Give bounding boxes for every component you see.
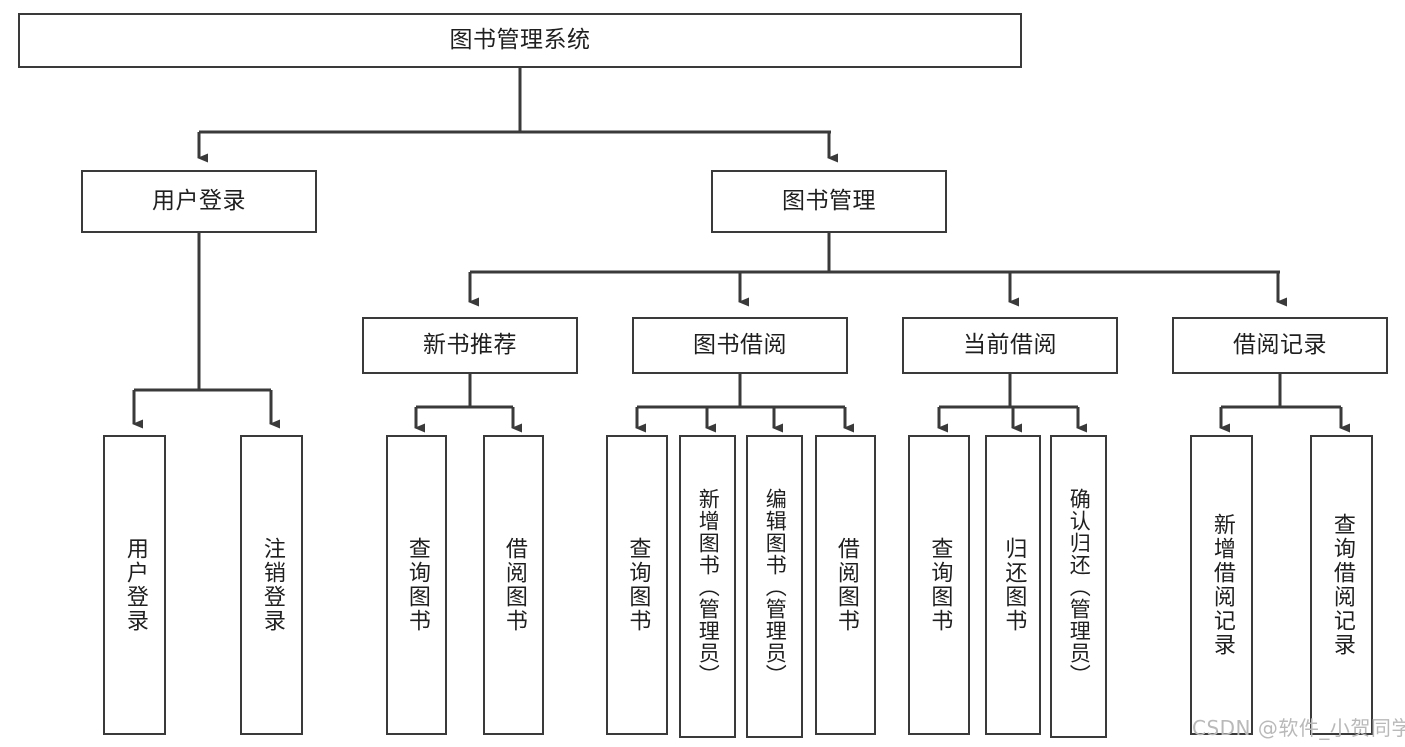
node-user-login-label: 用户登录 [152,187,246,214]
node-leaf-borrow-book-label: 借阅图书 [833,537,859,633]
node-root[interactable]: 图书管理系统 [18,13,1022,68]
node-user-login[interactable]: 用户登录 [81,170,317,233]
node-borrow-record[interactable]: 借阅记录 [1172,317,1388,374]
node-book-borrow-label: 图书借阅 [693,331,787,358]
node-book-manage[interactable]: 图书管理 [711,170,947,233]
node-leaf-query-record[interactable]: 查询借阅记录 [1310,435,1373,735]
node-leaf-edit-book-label: 编辑图书（管理员） [763,487,788,686]
node-leaf-confirm-return[interactable]: 确认归还（管理员） [1050,435,1107,738]
node-leaf-add-record[interactable]: 新增借阅记录 [1190,435,1253,735]
node-leaf-query-book-borrow-label: 查询图书 [625,537,651,633]
node-book-borrow[interactable]: 图书借阅 [632,317,848,374]
node-leaf-logout-label: 注销登录 [259,537,285,633]
node-leaf-edit-book[interactable]: 编辑图书（管理员） [746,435,803,738]
node-leaf-logout[interactable]: 注销登录 [240,435,303,735]
node-leaf-add-book-label: 新增图书（管理员） [696,487,721,686]
node-leaf-add-record-label: 新增借阅记录 [1209,513,1235,657]
node-root-label: 图书管理系统 [449,26,591,53]
node-leaf-add-book[interactable]: 新增图书（管理员） [679,435,736,738]
node-borrow-record-label: 借阅记录 [1233,331,1327,358]
node-new-book-rec[interactable]: 新书推荐 [362,317,578,374]
node-leaf-query-book-cur[interactable]: 查询图书 [908,435,970,735]
node-leaf-borrow-book-rec[interactable]: 借阅图书 [483,435,544,735]
node-leaf-query-book-rec[interactable]: 查询图书 [386,435,447,735]
node-leaf-return-book-label: 归还图书 [1001,537,1027,633]
watermark-text: CSDN @软件_小贺同学 [1192,716,1405,740]
node-leaf-borrow-book-rec-label: 借阅图书 [501,537,527,633]
node-leaf-return-book[interactable]: 归还图书 [985,435,1041,735]
node-leaf-confirm-return-label: 确认归还（管理员） [1067,487,1092,686]
node-current-borrow-label: 当前借阅 [963,331,1057,358]
node-leaf-query-book-cur-label: 查询图书 [927,537,953,633]
node-leaf-borrow-book[interactable]: 借阅图书 [815,435,876,735]
node-leaf-query-book-rec-label: 查询图书 [404,537,430,633]
node-leaf-query-record-label: 查询借阅记录 [1329,513,1355,657]
node-book-manage-label: 图书管理 [782,187,876,214]
node-leaf-user-login[interactable]: 用户登录 [103,435,166,735]
node-leaf-query-book-borrow[interactable]: 查询图书 [606,435,668,735]
node-new-book-rec-label: 新书推荐 [423,331,517,358]
node-leaf-user-login-label: 用户登录 [122,537,148,633]
node-current-borrow[interactable]: 当前借阅 [902,317,1118,374]
